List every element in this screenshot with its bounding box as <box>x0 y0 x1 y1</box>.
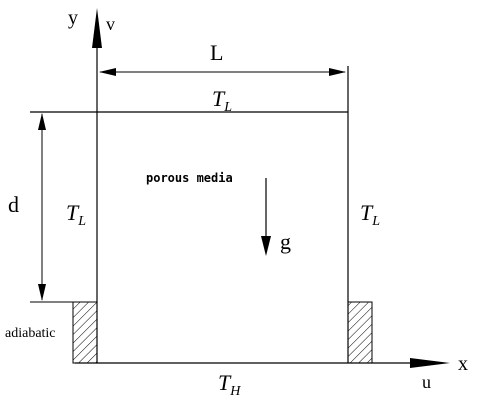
u-velocity-label: u <box>422 372 431 392</box>
adiabatic-label: adiabatic <box>5 326 56 341</box>
height-arrow-top <box>38 113 46 130</box>
width-arrow-left <box>99 68 116 76</box>
width-arrow-right <box>329 68 346 76</box>
y-axis-label: y <box>68 7 78 29</box>
adiabatic-block-right <box>347 301 373 364</box>
medium-label: porous media <box>146 171 233 185</box>
adiabatic-block-left <box>72 301 98 364</box>
width-label: L <box>210 40 223 65</box>
right-temperature: TL <box>360 200 380 229</box>
top-temperature: TL <box>212 86 232 115</box>
height-label: d <box>8 192 19 217</box>
left-temperature: TL <box>66 200 86 229</box>
x-axis-arrow <box>410 358 450 368</box>
v-velocity-label: v <box>106 14 115 34</box>
gravity-arrow-head <box>261 236 271 256</box>
gravity-label: g <box>280 229 291 254</box>
x-axis-label: x <box>458 353 468 375</box>
height-arrow-bottom <box>38 284 46 301</box>
bottom-temperature: TH <box>218 370 241 399</box>
y-axis-arrow <box>92 8 102 48</box>
